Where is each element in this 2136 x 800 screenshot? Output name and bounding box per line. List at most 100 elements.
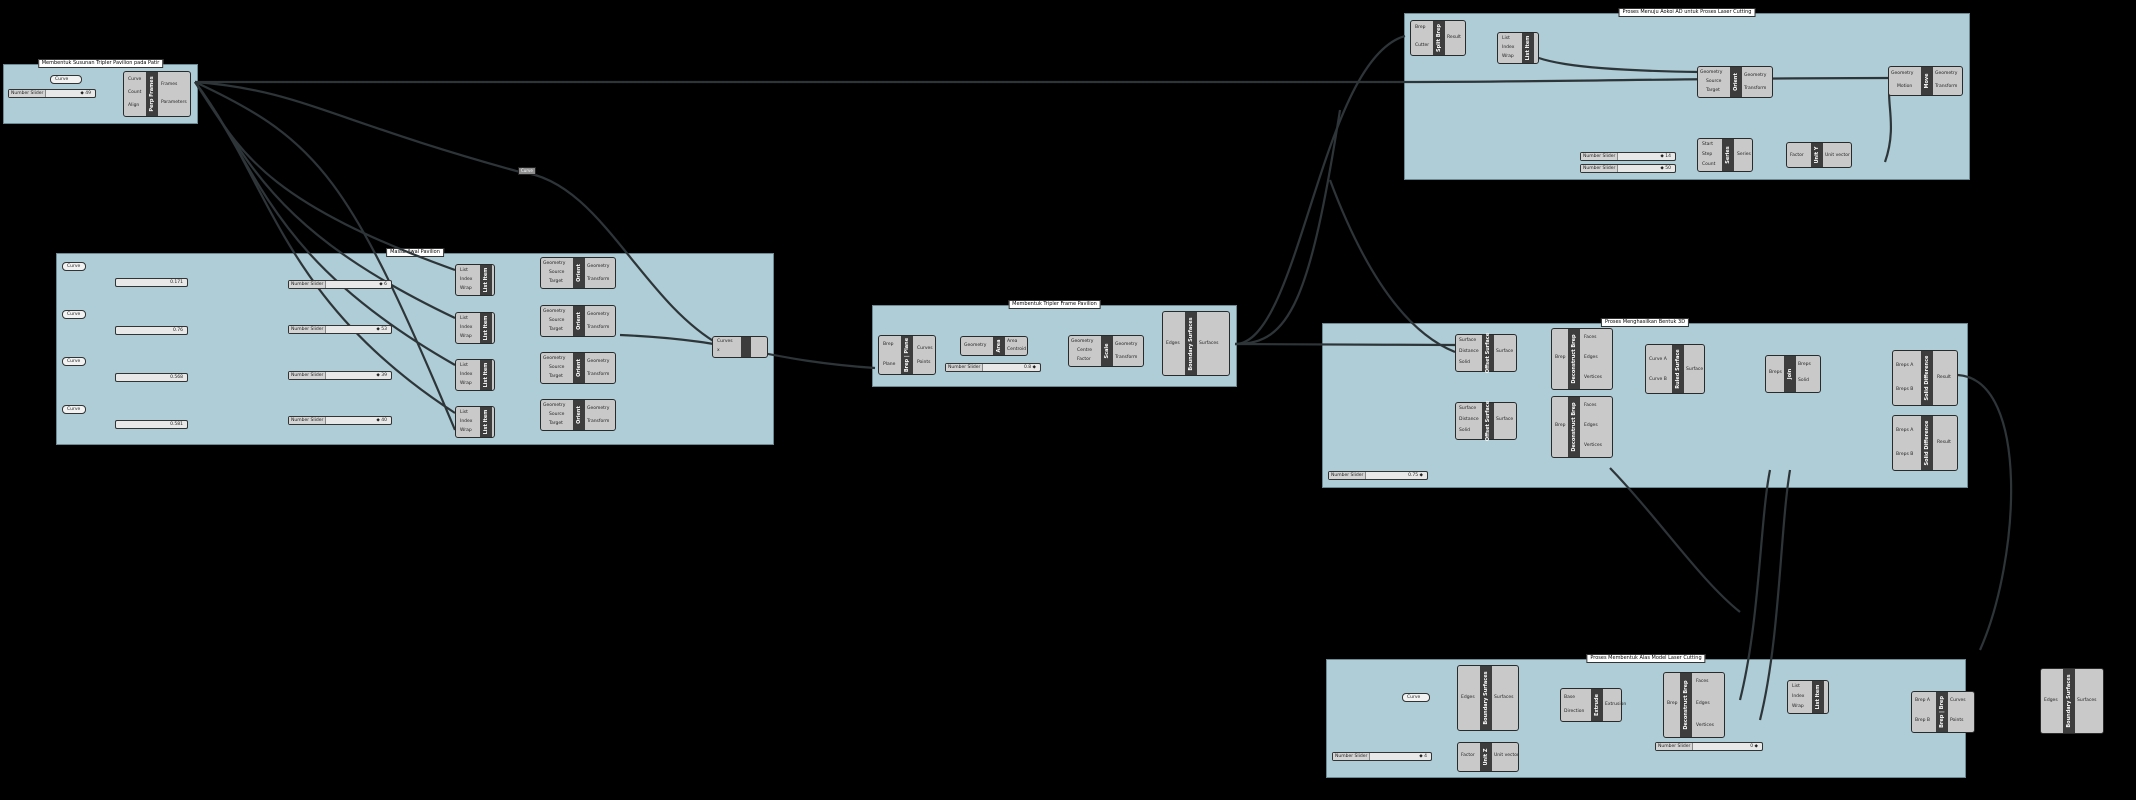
port-brep: Brep: [1555, 355, 1566, 360]
component-label: Unit Z: [1483, 748, 1489, 766]
group-title: Proses Membentuk Alas Model Laser Cuttin…: [1586, 654, 1706, 663]
port-geometry: Geometry: [1071, 339, 1094, 344]
slider-label: Number Slider: [289, 372, 327, 379]
port-base: Base: [1564, 695, 1575, 700]
curve-panel[interactable]: Curve: [62, 357, 86, 366]
slider-label: Number Slider: [1581, 153, 1619, 160]
port-align: Align: [128, 103, 140, 108]
component-label: Scale: [1104, 343, 1110, 359]
port-surface: Surface: [1459, 338, 1477, 343]
slider-value: 0.8 ◆: [1023, 365, 1036, 370]
port-step: Step: [1702, 152, 1713, 157]
curve-panel[interactable]: Curve: [50, 75, 82, 84]
number-slider[interactable]: Number Slider◆ 40: [288, 416, 392, 425]
group-title: Proses Menghasilkan Bentuk 3D: [1600, 318, 1690, 327]
port-geometry: Geometry: [1935, 71, 1958, 76]
port-transform: Transform: [587, 325, 610, 330]
curve-panel[interactable]: Curve: [1402, 693, 1430, 702]
wire: [1758, 469, 1792, 721]
number-slider[interactable]: 0.171: [115, 278, 188, 287]
port-motion: Motion: [1897, 84, 1913, 89]
panel-text: Curve: [67, 312, 81, 317]
component-label: Brep | Plane: [904, 337, 910, 373]
group-title: Proses Menuju Aokoi AD untuk Proses Lase…: [1618, 8, 1756, 17]
number-slider[interactable]: Number Slider◆ 50: [1580, 164, 1676, 173]
slider-value: 0.568: [170, 375, 183, 380]
panel-text: Curve: [67, 264, 81, 269]
port-curves: Curves: [917, 346, 933, 351]
number-slider[interactable]: Number Slider◆ 39: [288, 371, 392, 380]
port-edges: Edges: [2044, 698, 2058, 703]
number-slider[interactable]: Number Slider◆ 6: [288, 280, 392, 289]
component-label: Boundary Surfaces: [1483, 671, 1489, 725]
slider-value: 0.581: [170, 422, 183, 427]
port-plane: Plane: [883, 362, 896, 367]
number-slider[interactable]: 0.568: [115, 373, 188, 382]
wire: [194, 80, 521, 174]
wire: [1328, 179, 1456, 354]
number-slider[interactable]: 0.581: [115, 420, 188, 429]
port-brep-a: Brep A: [1915, 698, 1930, 703]
panel-text: Curve: [67, 359, 81, 364]
port-geometry: Geometry: [587, 312, 610, 317]
port-distance: Distance: [1459, 349, 1479, 354]
port-unit-vector: Unit vector: [1825, 153, 1850, 158]
perp-frames-component[interactable]: Curve Count Align Perp Frames Frames Par…: [123, 71, 191, 117]
curve-panel[interactable]: Curve: [62, 310, 86, 319]
panel-text: Curve: [67, 407, 81, 412]
port-surfaces: Surfaces: [2077, 698, 2097, 703]
curve-panel[interactable]: Curve: [62, 262, 86, 271]
port-surface: Surface: [1496, 349, 1514, 354]
number-slider[interactable]: Number Slider◆ 4: [1332, 752, 1432, 761]
port-vertices: Vertices: [1584, 375, 1602, 380]
component-label: Orient: [576, 359, 582, 377]
number-slider[interactable]: Number Slider◆ 53: [288, 325, 392, 334]
component-label: Deconstruct Brep: [1571, 402, 1577, 452]
port-points: Points: [917, 360, 931, 365]
port-solid: Solid: [1459, 360, 1470, 365]
number-slider[interactable]: Number Slider◆ 14: [1580, 152, 1676, 161]
number-slider[interactable]: Number Slider◆ 49: [8, 89, 96, 98]
curve-panel[interactable]: Curve: [62, 405, 86, 414]
number-slider[interactable]: 0.76: [115, 326, 188, 335]
param-chip[interactable]: Curve: [518, 167, 536, 175]
